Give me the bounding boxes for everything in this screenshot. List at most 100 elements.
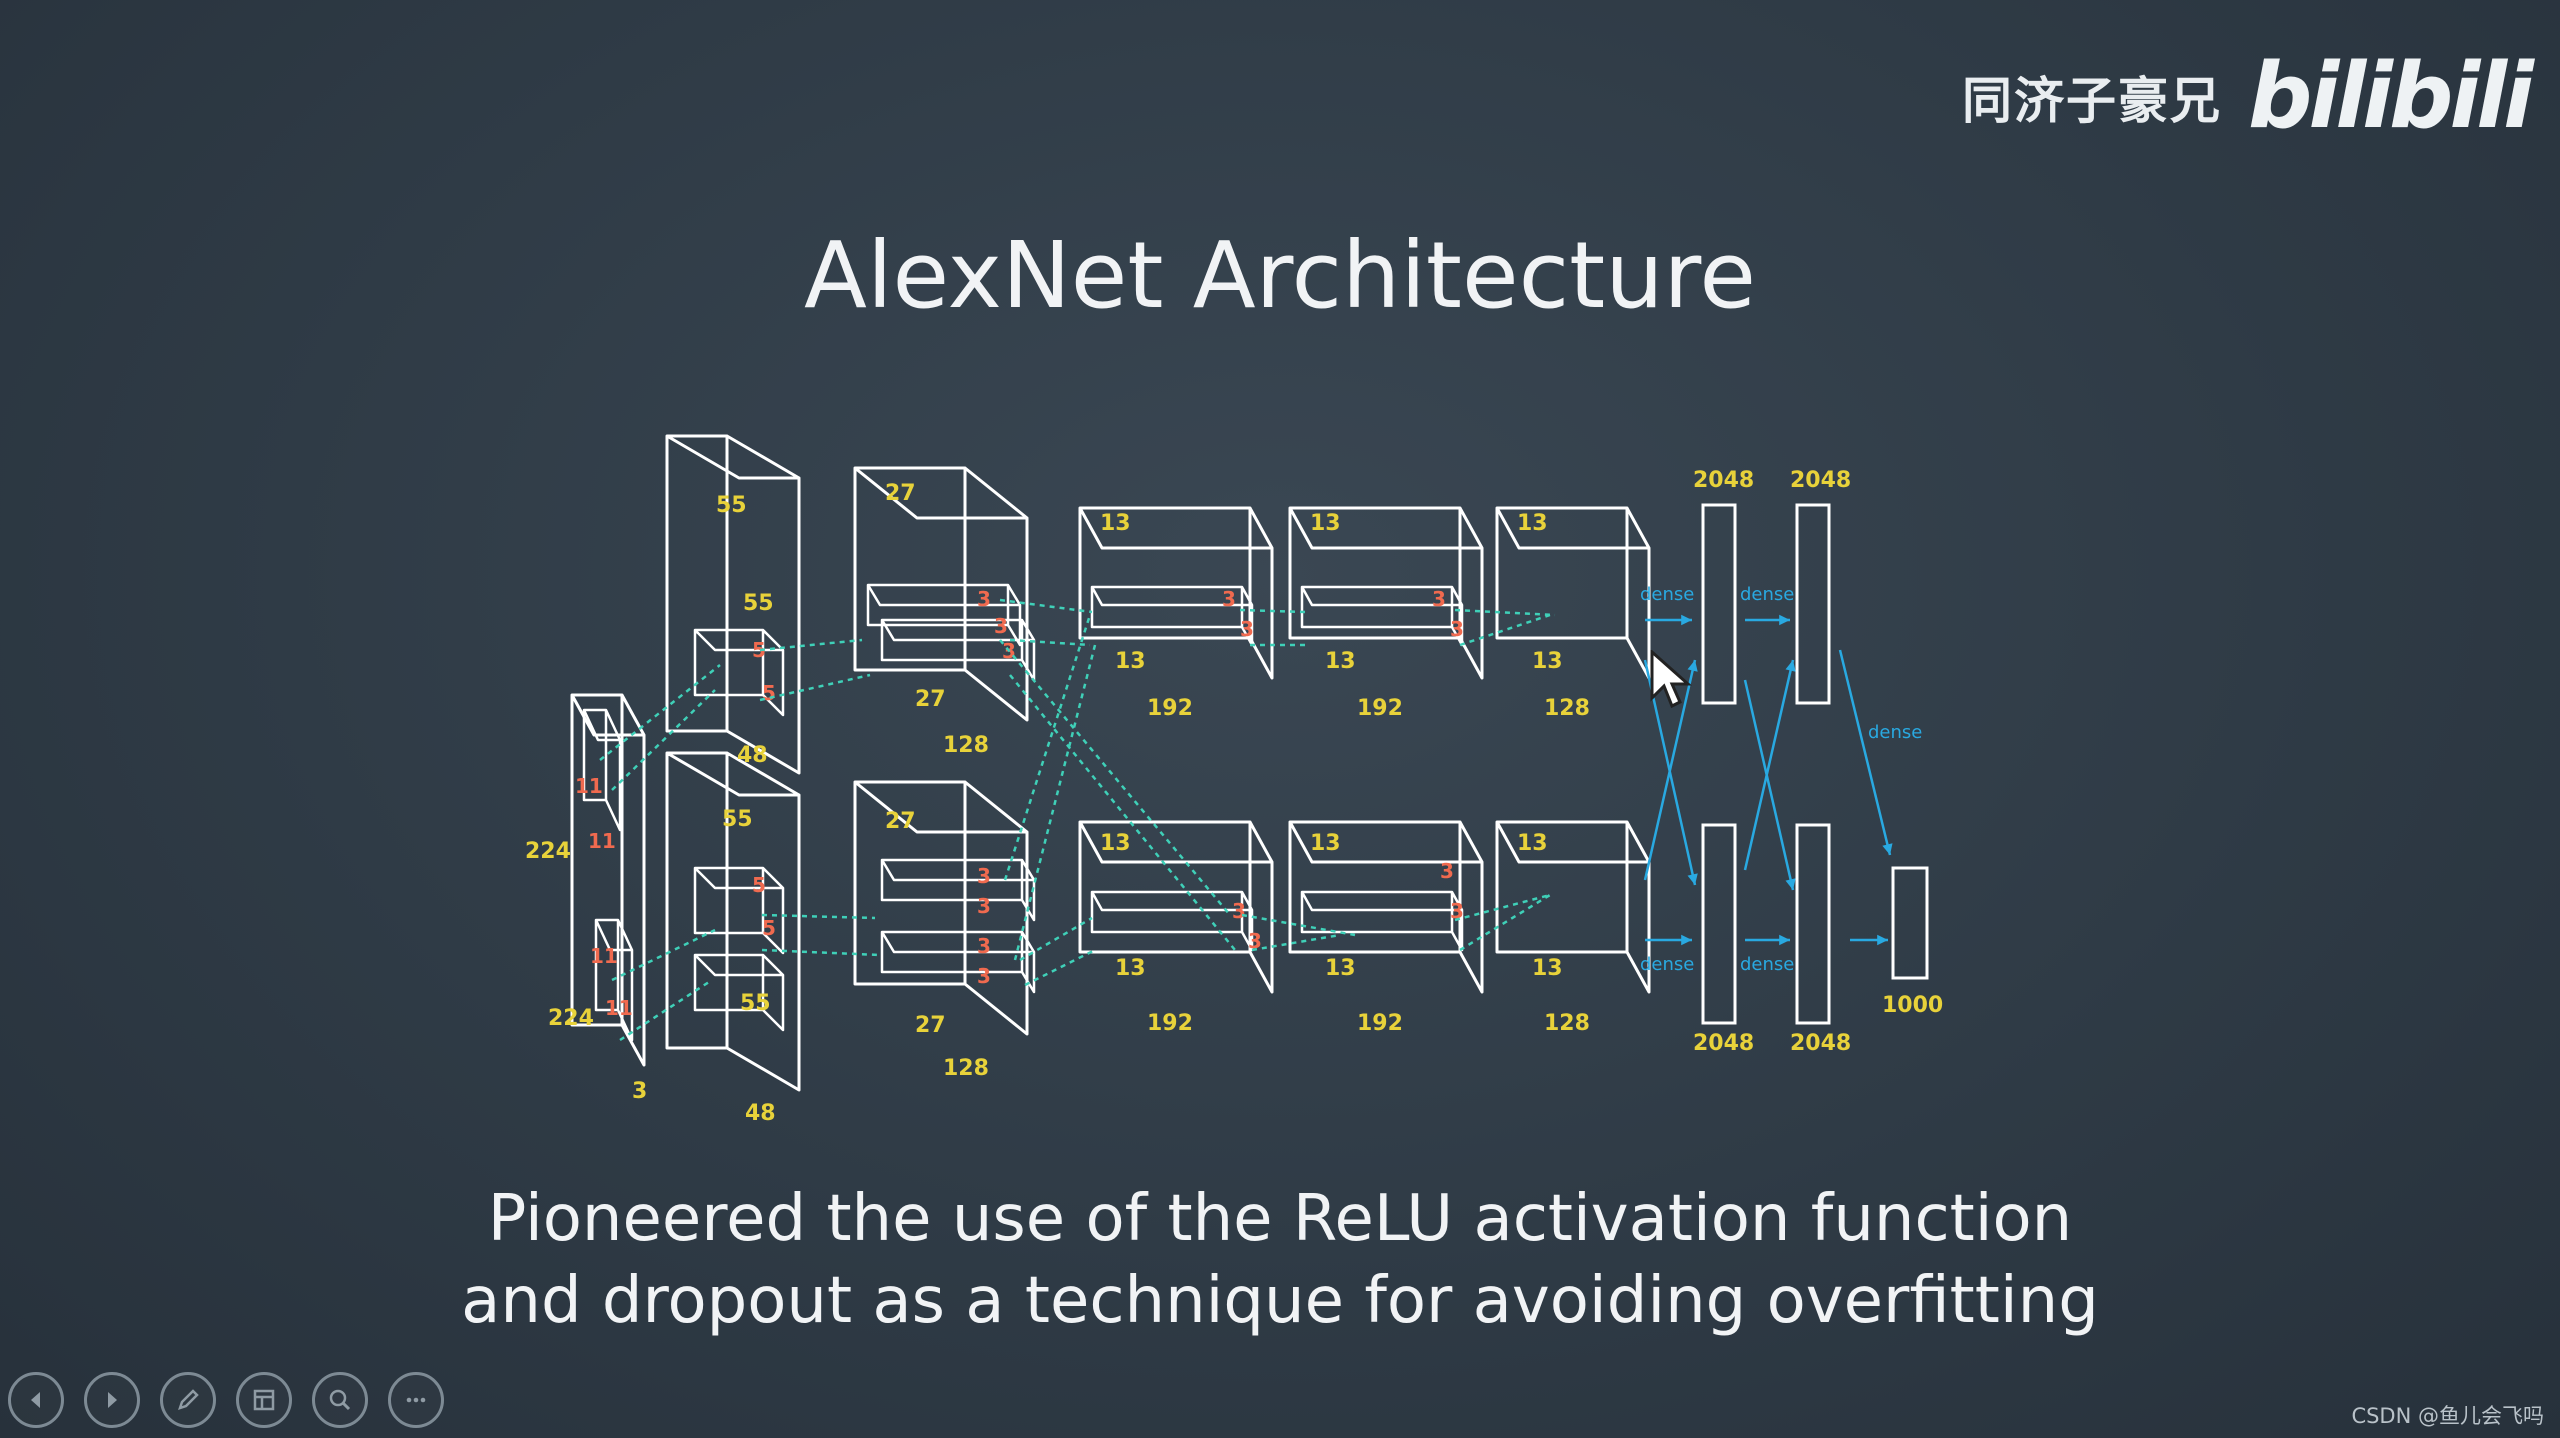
conv-connection-3	[619, 978, 713, 1042]
dense-label-2: dense	[1740, 584, 1794, 605]
conv3-top-h-label: 13	[1100, 511, 1131, 536]
dense-arrow-6-head	[1687, 873, 1698, 885]
fc-layer-0	[1701, 503, 1737, 705]
dense-arrow-8-head	[1785, 878, 1796, 890]
conv-kernel-label-0: 3	[1222, 587, 1236, 611]
pen-icon	[178, 1389, 199, 1410]
more-icon	[406, 1397, 426, 1403]
conv2-kernel-label-5: 3	[977, 934, 991, 958]
slides-button[interactable]	[236, 1372, 292, 1428]
conv-connection-6	[761, 913, 876, 920]
dense-label-3: dense	[1640, 954, 1694, 975]
slide-title: AlexNet Architecture	[804, 222, 1756, 329]
fc1-bottom-size-label: 2048	[1693, 1031, 1754, 1056]
conv3-top-depth-label: 192	[1147, 696, 1193, 721]
dense-arrow-2-head	[1779, 614, 1790, 626]
conv-connection-5	[759, 673, 871, 702]
input-kernel-size-2: 11	[588, 829, 616, 853]
conv2-bottom-volume	[853, 780, 1029, 1036]
prev-icon	[31, 1392, 40, 1408]
dense-arrow-7-head	[1687, 660, 1698, 672]
input-kernel-top	[582, 708, 622, 832]
zoom-button[interactable]	[312, 1372, 368, 1428]
dense-arrow-8	[1743, 679, 1795, 891]
conv-connection-4	[759, 638, 863, 652]
pen-button[interactable]	[160, 1372, 216, 1428]
conv3-top-volume	[1078, 506, 1274, 680]
conv3-bottom-w-label: 13	[1115, 956, 1146, 981]
input-kernel-size-1: 11	[575, 774, 603, 798]
conv-connection-16	[1239, 608, 1306, 614]
conv2-top-w-label: 27	[915, 687, 946, 712]
conv-kernel-label-3: 3	[1450, 617, 1464, 641]
dense-arrow-4-head	[1779, 934, 1790, 946]
input-kernel-size-3: 11	[590, 944, 618, 968]
conv2-bottom-depth-label: 128	[943, 1056, 989, 1081]
conv5-top-depth-label: 128	[1544, 696, 1590, 721]
conv-connection-12	[999, 639, 1231, 916]
conv1-bottom-kernel-2	[693, 953, 785, 1032]
dense-label-1: dense	[1640, 584, 1694, 605]
conv1-kernel-label-2: 5	[762, 681, 776, 705]
bilibili-logo: bilibili	[2248, 44, 2534, 149]
conv4-bottom-kernel	[1300, 890, 1464, 952]
input-kernel-size-4: 11	[605, 996, 633, 1020]
fc-layer-2	[1701, 823, 1737, 1025]
conv-kernel-label-2: 3	[1432, 587, 1446, 611]
conv5-top-w-label: 13	[1532, 649, 1563, 674]
output-size-label: 1000	[1882, 993, 1943, 1018]
fc2-bottom-size-label: 2048	[1790, 1031, 1851, 1056]
conv-connection-21	[1459, 613, 1551, 647]
conv2-bottom-kernel	[880, 858, 1036, 922]
fc1-top-size-label: 2048	[1693, 468, 1754, 493]
conv-connection-9	[1009, 638, 1091, 647]
input-kernel-bottom	[594, 918, 634, 1042]
conv4-bottom-h-label: 13	[1310, 831, 1341, 856]
conv1-top-height-label: 55	[716, 493, 747, 518]
watermark: 同济子豪兄 bilibili	[1962, 44, 2534, 149]
dense-arrow-9-head	[1785, 660, 1796, 672]
conv-connection-11	[1013, 644, 1097, 961]
dense-arrow-10-head	[1882, 843, 1893, 855]
conv-kernel-label-5: 3	[1248, 929, 1262, 953]
next-icon	[108, 1392, 117, 1408]
conv-kernel-label-4: 3	[1232, 899, 1246, 923]
conv2-kernel-label-0: 3	[977, 587, 991, 611]
conv-connection-14	[1019, 916, 1093, 962]
conv5-bottom-volume	[1495, 820, 1651, 994]
dense-arrow-5-head	[1877, 934, 1888, 946]
conv-connection-15	[1024, 948, 1096, 987]
dense-arrow-9	[1743, 659, 1795, 871]
prev-slide-button[interactable]	[8, 1372, 64, 1428]
conv2-top-kernel	[866, 583, 1022, 647]
conv1-bottom-volume	[665, 751, 801, 1092]
conv1-bottom-width-label: 55	[740, 991, 771, 1016]
conv2-top-h-label: 27	[885, 481, 916, 506]
conv5-bottom-depth-label: 128	[1544, 1011, 1590, 1036]
output-layer	[1891, 866, 1929, 980]
conv-connection-0	[599, 664, 721, 761]
conv5-bottom-h-label: 13	[1517, 831, 1548, 856]
conv1-top-kernel	[693, 628, 785, 717]
conv4-top-h-label: 13	[1310, 511, 1341, 536]
conv2-top-depth-label: 128	[943, 733, 989, 758]
conv2-kernel-label-3: 3	[977, 864, 991, 888]
conv3-top-w-label: 13	[1115, 649, 1146, 674]
more-button[interactable]	[388, 1372, 444, 1428]
conv2-kernel-label-4: 3	[977, 894, 991, 918]
conv3-bottom-depth-label: 192	[1147, 1011, 1193, 1036]
conv1-kernel-label-3: 5	[752, 873, 766, 897]
dense-arrow-10	[1838, 649, 1892, 856]
dense-arrow-3-head	[1681, 934, 1692, 946]
dense-arrow-7	[1643, 659, 1697, 881]
caption-line-2: and dropout as a technique for avoiding …	[461, 1264, 2099, 1338]
watermark-name: 同济子豪兄	[1962, 72, 2223, 130]
conv5-bottom-w-label: 13	[1532, 956, 1563, 981]
zoom-icon	[329, 1389, 351, 1411]
conv4-top-w-label: 13	[1325, 649, 1356, 674]
mouse-cursor-icon	[1650, 650, 1692, 709]
next-slide-button[interactable]	[84, 1372, 140, 1428]
conv5-top-h-label: 13	[1517, 511, 1548, 536]
input-height-label: 224	[525, 839, 571, 864]
